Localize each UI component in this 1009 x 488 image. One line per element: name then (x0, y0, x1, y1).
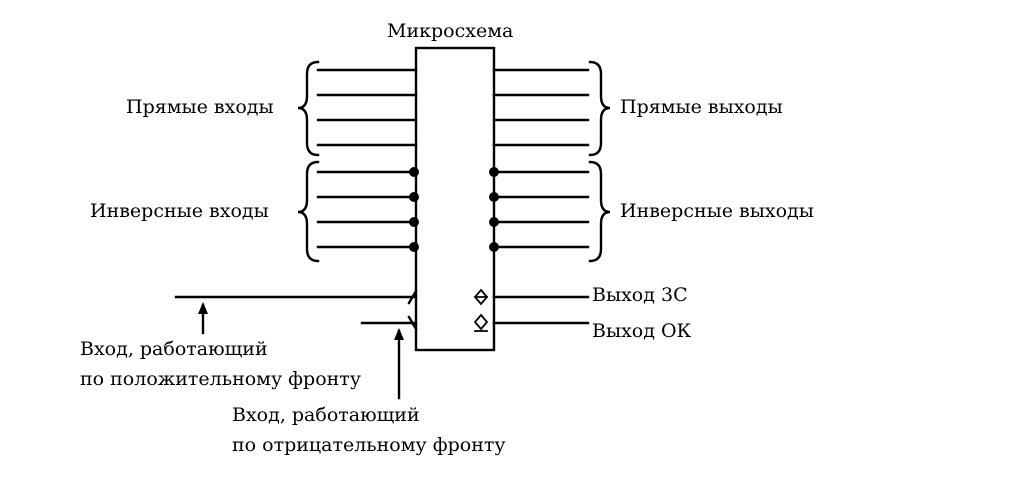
inversion-dot (489, 167, 499, 177)
inverse-outputs-brace (588, 160, 611, 263)
direct-outputs-brace (588, 60, 611, 157)
inversion-dot (409, 192, 419, 202)
negative-edge-arrowhead (394, 328, 404, 340)
output-ok-symbol (473, 313, 489, 332)
chip-title: Микросхема (387, 20, 514, 42)
direct-inputs-label: Прямые входы (126, 96, 274, 118)
inverse-inputs-brace (297, 160, 320, 263)
inverse-inputs-label: Инверсные входы (90, 200, 269, 222)
inverse-outputs-label: Инверсные выходы (620, 200, 814, 222)
inversion-dot (489, 192, 499, 202)
positive-edge-label-line2: по положительному фронту (80, 368, 361, 390)
inversion-dot (409, 242, 419, 252)
positive-edge-label-line1: Вход, работающий (80, 338, 268, 360)
direct-outputs-label: Прямые выходы (620, 96, 783, 118)
direct-inputs-brace (297, 60, 320, 157)
inversion-dot (489, 217, 499, 227)
inversion-dot (409, 217, 419, 227)
inversion-dot (409, 167, 419, 177)
positive-edge-marker (407, 289, 418, 305)
chip-body (414, 46, 496, 352)
negative-edge-marker (407, 315, 418, 331)
negative-edge-label-line2: по отрицательному фронту (232, 434, 506, 456)
output-ok-label: Выход ОК (592, 320, 692, 342)
output-3s-symbol (473, 288, 489, 306)
positive-edge-arrowhead (198, 302, 208, 314)
output-3s-label: Выход 3С (592, 284, 688, 306)
inversion-dot (489, 242, 499, 252)
negative-edge-label-line1: Вход, работающий (232, 404, 420, 426)
